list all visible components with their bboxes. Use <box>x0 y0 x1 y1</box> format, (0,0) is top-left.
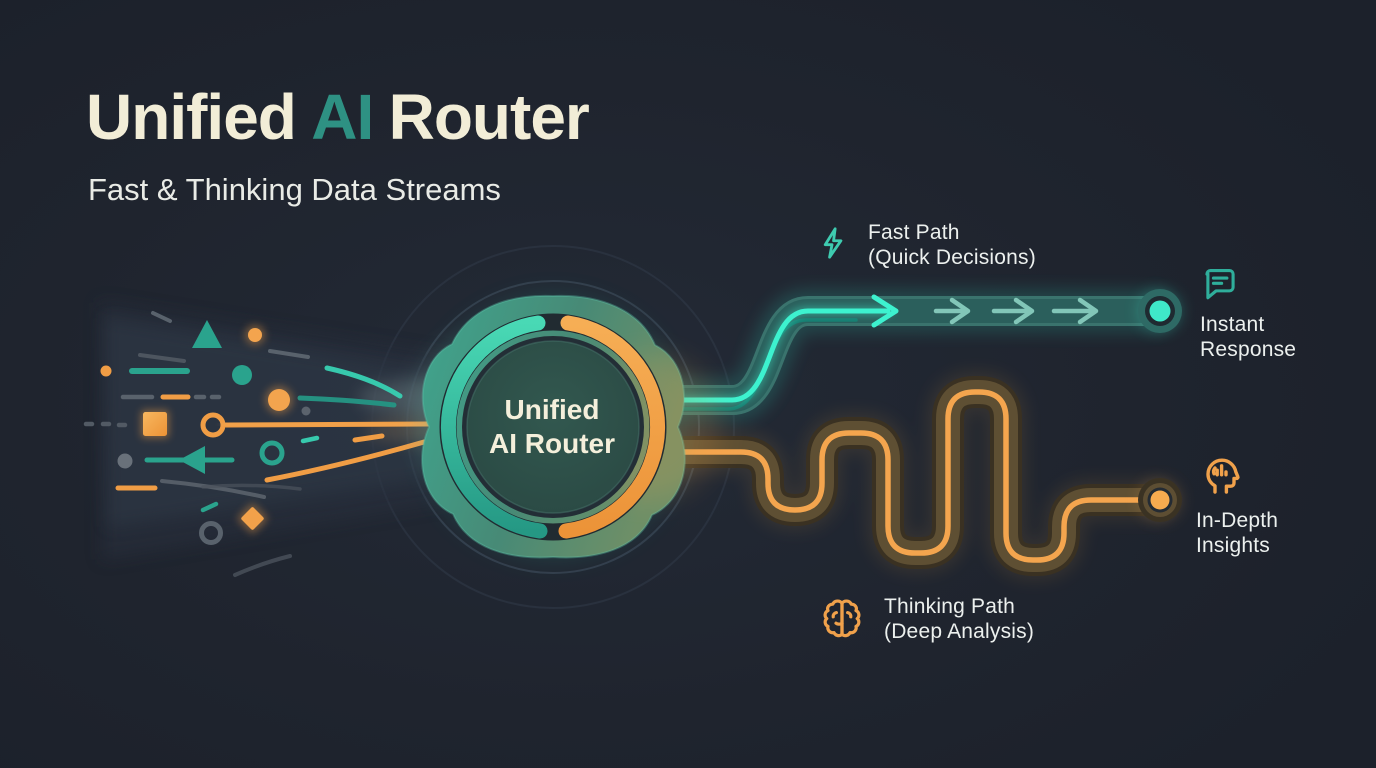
chat-bubble-icon <box>1205 269 1235 300</box>
head-profile-chart-icon <box>1206 458 1240 494</box>
fast-path-track <box>618 289 1172 422</box>
thinking-path-label: Thinking Path (Deep Analysis) <box>818 594 1034 644</box>
router-label-line2: AI Router <box>489 428 615 459</box>
in-depth-insights-line2: Insights <box>1196 534 1270 558</box>
brain-icon <box>823 599 861 638</box>
title-word-unified: Unified <box>86 81 297 153</box>
page-subtitle: Fast & Thinking Data Streams <box>88 172 501 207</box>
lightning-icon <box>823 227 843 259</box>
thinking-path-qualifier: (Deep Analysis) <box>884 620 1035 644</box>
instant-response-line2: Response <box>1200 338 1297 362</box>
router-node: Unified AI Router <box>410 294 720 559</box>
title-word-ai: AI <box>311 81 374 153</box>
instant-response-line1: Instant <box>1200 313 1265 336</box>
thinking-path-name: Thinking Path <box>884 595 1016 618</box>
title-word-router: Router <box>388 81 590 153</box>
flow-arrow-icons <box>933 297 1099 325</box>
fast-path-label: Fast Path (Quick Decisions) <box>816 220 1036 270</box>
in-depth-insights-label: In-Depth Insights <box>1196 450 1278 558</box>
in-depth-insights-line1: In-Depth <box>1196 509 1279 532</box>
thinking-path-endpoint <box>1138 478 1182 522</box>
instant-response-label: Instant Response <box>1200 266 1296 362</box>
fast-path-qualifier: (Quick Decisions) <box>868 246 1036 270</box>
router-label-line1: Unified <box>505 394 600 425</box>
thinking-path-track <box>619 371 1171 581</box>
fast-path-endpoint <box>1138 289 1182 333</box>
data-stream-shapes <box>83 311 433 577</box>
fast-path-name: Fast Path <box>868 221 960 244</box>
